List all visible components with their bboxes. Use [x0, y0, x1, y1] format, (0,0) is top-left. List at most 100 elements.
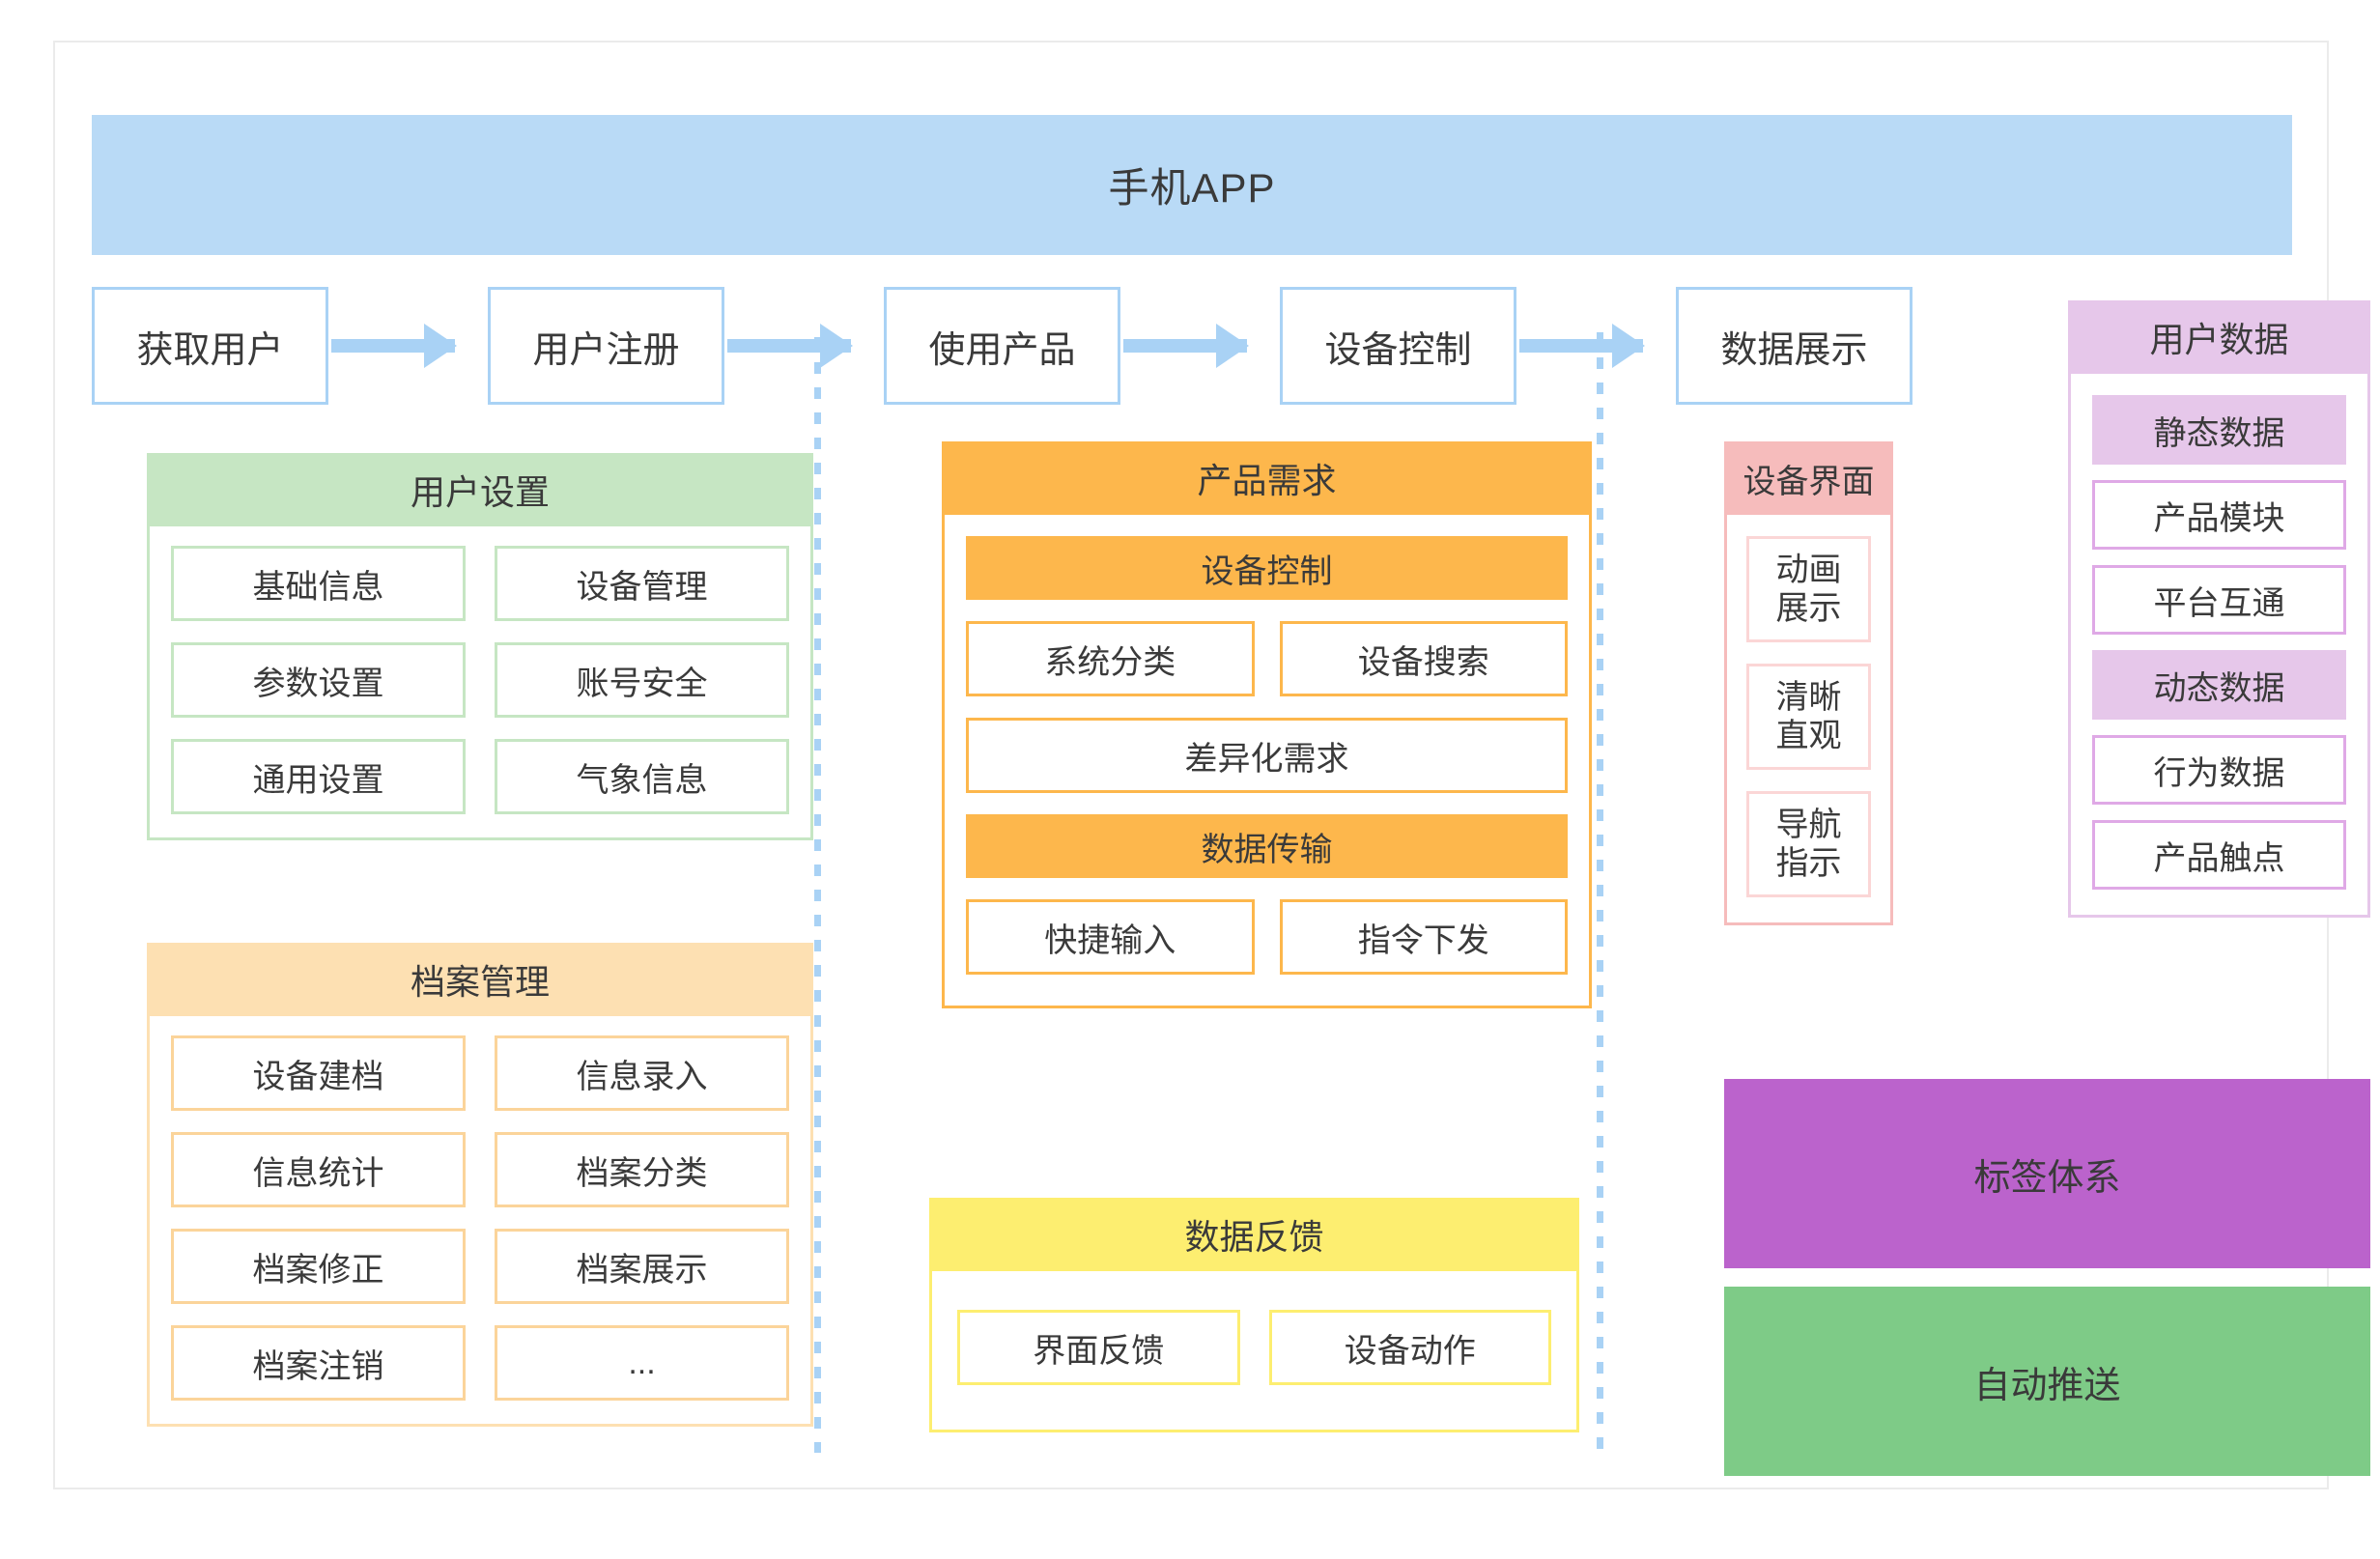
flow-step-3-label: 使用产品 — [928, 329, 1076, 371]
archive-item-1-label: 设备建档 — [252, 1058, 384, 1095]
user-settings-item-3[interactable]: 参数设置 — [171, 642, 466, 718]
user-settings-item-6-label: 气象信息 — [576, 761, 708, 799]
app-banner: 手机APP — [92, 115, 2292, 255]
user-data-item-3[interactable]: 平台互通 — [2092, 565, 2346, 635]
panel-user-data: 用户数据 静态数据 产品模块 平台互通 动态数据 行为数据 产品触点 — [2068, 300, 2370, 918]
feedback-item-2-label: 设备动作 — [1344, 1332, 1476, 1370]
diagram-canvas: 手机APP 获取用户 用户注册 使用产品 设备控制 数据展示 用户设置 基础信息… — [53, 41, 2370, 1489]
panel-product-requirements: 产品需求 设备控制 系统分类 设备搜索 差异化需求 数据传输 快捷输入 指令下发 — [942, 441, 1592, 1008]
block-tag-system[interactable]: 标签体系 — [1724, 1079, 2370, 1268]
product-item-3[interactable]: 差异化需求 — [966, 718, 1568, 793]
flow-step-5[interactable]: 数据展示 — [1676, 287, 1912, 405]
panel-device-body: 动画 展示 清晰 直观 导航 指示 — [1724, 515, 1893, 925]
product-item-5[interactable]: 指令下发 — [1279, 899, 1568, 975]
user-settings-item-2[interactable]: 设备管理 — [495, 546, 789, 621]
user-settings-item-4-label: 账号安全 — [576, 665, 708, 702]
archive-item-3[interactable]: 信息统计 — [171, 1132, 466, 1207]
user-data-item-6-label: 产品触点 — [2153, 839, 2285, 877]
panel-data-feedback: 数据反馈 界面反馈 设备动作 — [929, 1198, 1579, 1432]
user-data-item-4[interactable]: 动态数据 — [2092, 650, 2346, 720]
archive-item-2-label: 信息录入 — [576, 1058, 708, 1095]
device-item-1[interactable]: 动画 展示 — [1746, 536, 1871, 642]
app-banner-title: 手机APP — [1108, 165, 1276, 211]
user-data-item-5[interactable]: 行为数据 — [2092, 735, 2346, 805]
user-settings-item-5-label: 通用设置 — [252, 761, 384, 799]
block-auto-push[interactable]: 自动推送 — [1724, 1287, 2370, 1476]
product-group-1-title: 设备控制 — [966, 536, 1568, 600]
flow-step-5-label: 数据展示 — [1720, 329, 1868, 371]
flow-step-1[interactable]: 获取用户 — [92, 287, 328, 405]
device-item-1-label: 动画 展示 — [1775, 551, 1842, 627]
block-auto-push-label: 自动推送 — [1973, 1365, 2121, 1406]
flow-step-1-label: 获取用户 — [136, 329, 284, 371]
product-item-4-label: 快捷输入 — [1044, 921, 1176, 959]
user-data-item-2[interactable]: 产品模块 — [2092, 480, 2346, 550]
device-item-2-label: 清晰 直观 — [1775, 678, 1842, 754]
flow-step-4-label: 设备控制 — [1324, 329, 1472, 371]
user-data-item-1[interactable]: 静态数据 — [2092, 395, 2346, 465]
archive-item-8[interactable]: ... — [495, 1325, 789, 1401]
user-data-item-1-label: 静态数据 — [2153, 414, 2285, 452]
device-item-3[interactable]: 导航 指示 — [1746, 791, 1871, 897]
panel-product-body: 设备控制 系统分类 设备搜索 差异化需求 数据传输 快捷输入 指令下发 — [942, 515, 1592, 1008]
product-group-2-title: 数据传输 — [966, 814, 1568, 878]
user-data-item-5-label: 行为数据 — [2153, 754, 2285, 792]
device-item-3-label: 导航 指示 — [1775, 806, 1842, 882]
flow-step-3[interactable]: 使用产品 — [884, 287, 1120, 405]
flow-step-4[interactable]: 设备控制 — [1280, 287, 1516, 405]
panel-product-title: 产品需求 — [942, 441, 1592, 515]
user-settings-item-4[interactable]: 账号安全 — [495, 642, 789, 718]
archive-item-4[interactable]: 档案分类 — [495, 1132, 789, 1207]
user-settings-item-2-label: 设备管理 — [576, 568, 708, 606]
panel-user-data-title: 用户数据 — [2068, 300, 2370, 374]
device-item-2[interactable]: 清晰 直观 — [1746, 664, 1871, 770]
flow-arrow-3 — [1123, 324, 1249, 368]
product-item-2-label: 设备搜索 — [1357, 643, 1489, 681]
product-item-1-label: 系统分类 — [1044, 643, 1176, 681]
archive-item-5-label: 档案修正 — [252, 1251, 384, 1289]
user-data-item-2-label: 产品模块 — [2153, 499, 2285, 537]
panel-user-settings: 用户设置 基础信息 设备管理 参数设置 账号安全 通用设置 气象信息 — [147, 453, 813, 840]
column-divider-left — [814, 337, 821, 1453]
archive-item-5[interactable]: 档案修正 — [171, 1229, 466, 1304]
user-settings-item-6[interactable]: 气象信息 — [495, 739, 789, 814]
column-divider-right — [1597, 332, 1603, 1453]
archive-item-7[interactable]: 档案注销 — [171, 1325, 466, 1401]
product-item-4[interactable]: 快捷输入 — [966, 899, 1255, 975]
archive-item-1[interactable]: 设备建档 — [171, 1035, 466, 1111]
archive-item-3-label: 信息统计 — [252, 1154, 384, 1192]
user-data-item-3-label: 平台互通 — [2153, 584, 2285, 622]
flow-step-2[interactable]: 用户注册 — [488, 287, 724, 405]
user-settings-item-1-label: 基础信息 — [252, 568, 384, 606]
user-data-item-4-label: 动态数据 — [2153, 669, 2285, 707]
panel-device-interface: 设备界面 动画 展示 清晰 直观 导航 指示 — [1724, 441, 1893, 925]
flow-arrow-4 — [1519, 324, 1645, 368]
block-tag-system-label: 标签体系 — [1973, 1157, 2121, 1199]
archive-item-2[interactable]: 信息录入 — [495, 1035, 789, 1111]
panel-feedback-title: 数据反馈 — [929, 1198, 1579, 1271]
panel-user-settings-body: 基础信息 设备管理 参数设置 账号安全 通用设置 气象信息 — [147, 526, 813, 840]
archive-item-8-label: ... — [628, 1344, 656, 1381]
panel-device-title: 设备界面 — [1724, 441, 1893, 515]
archive-item-6[interactable]: 档案展示 — [495, 1229, 789, 1304]
panel-archive-management: 档案管理 设备建档 信息录入 信息统计 档案分类 档案修正 档案展示 档案注销 … — [147, 943, 813, 1427]
panel-feedback-body: 界面反馈 设备动作 — [929, 1271, 1579, 1432]
user-settings-item-5[interactable]: 通用设置 — [171, 739, 466, 814]
user-settings-item-3-label: 参数设置 — [252, 665, 384, 702]
archive-item-4-label: 档案分类 — [576, 1154, 708, 1192]
product-item-1[interactable]: 系统分类 — [966, 621, 1255, 696]
archive-item-7-label: 档案注销 — [252, 1347, 384, 1385]
product-item-3-label: 差异化需求 — [1184, 740, 1349, 778]
archive-item-6-label: 档案展示 — [576, 1251, 708, 1289]
product-item-2[interactable]: 设备搜索 — [1279, 621, 1568, 696]
user-settings-item-1[interactable]: 基础信息 — [171, 546, 466, 621]
feedback-item-2[interactable]: 设备动作 — [1268, 1310, 1551, 1385]
panel-user-settings-title: 用户设置 — [147, 453, 813, 526]
product-item-5-label: 指令下发 — [1357, 921, 1489, 959]
flow-arrow-2 — [727, 324, 853, 368]
panel-archive-body: 设备建档 信息录入 信息统计 档案分类 档案修正 档案展示 档案注销 ... — [147, 1016, 813, 1427]
panel-user-data-body: 静态数据 产品模块 平台互通 动态数据 行为数据 产品触点 — [2068, 374, 2370, 918]
user-data-item-6[interactable]: 产品触点 — [2092, 820, 2346, 890]
flow-arrow-1 — [331, 324, 457, 368]
feedback-item-1[interactable]: 界面反馈 — [957, 1310, 1240, 1385]
